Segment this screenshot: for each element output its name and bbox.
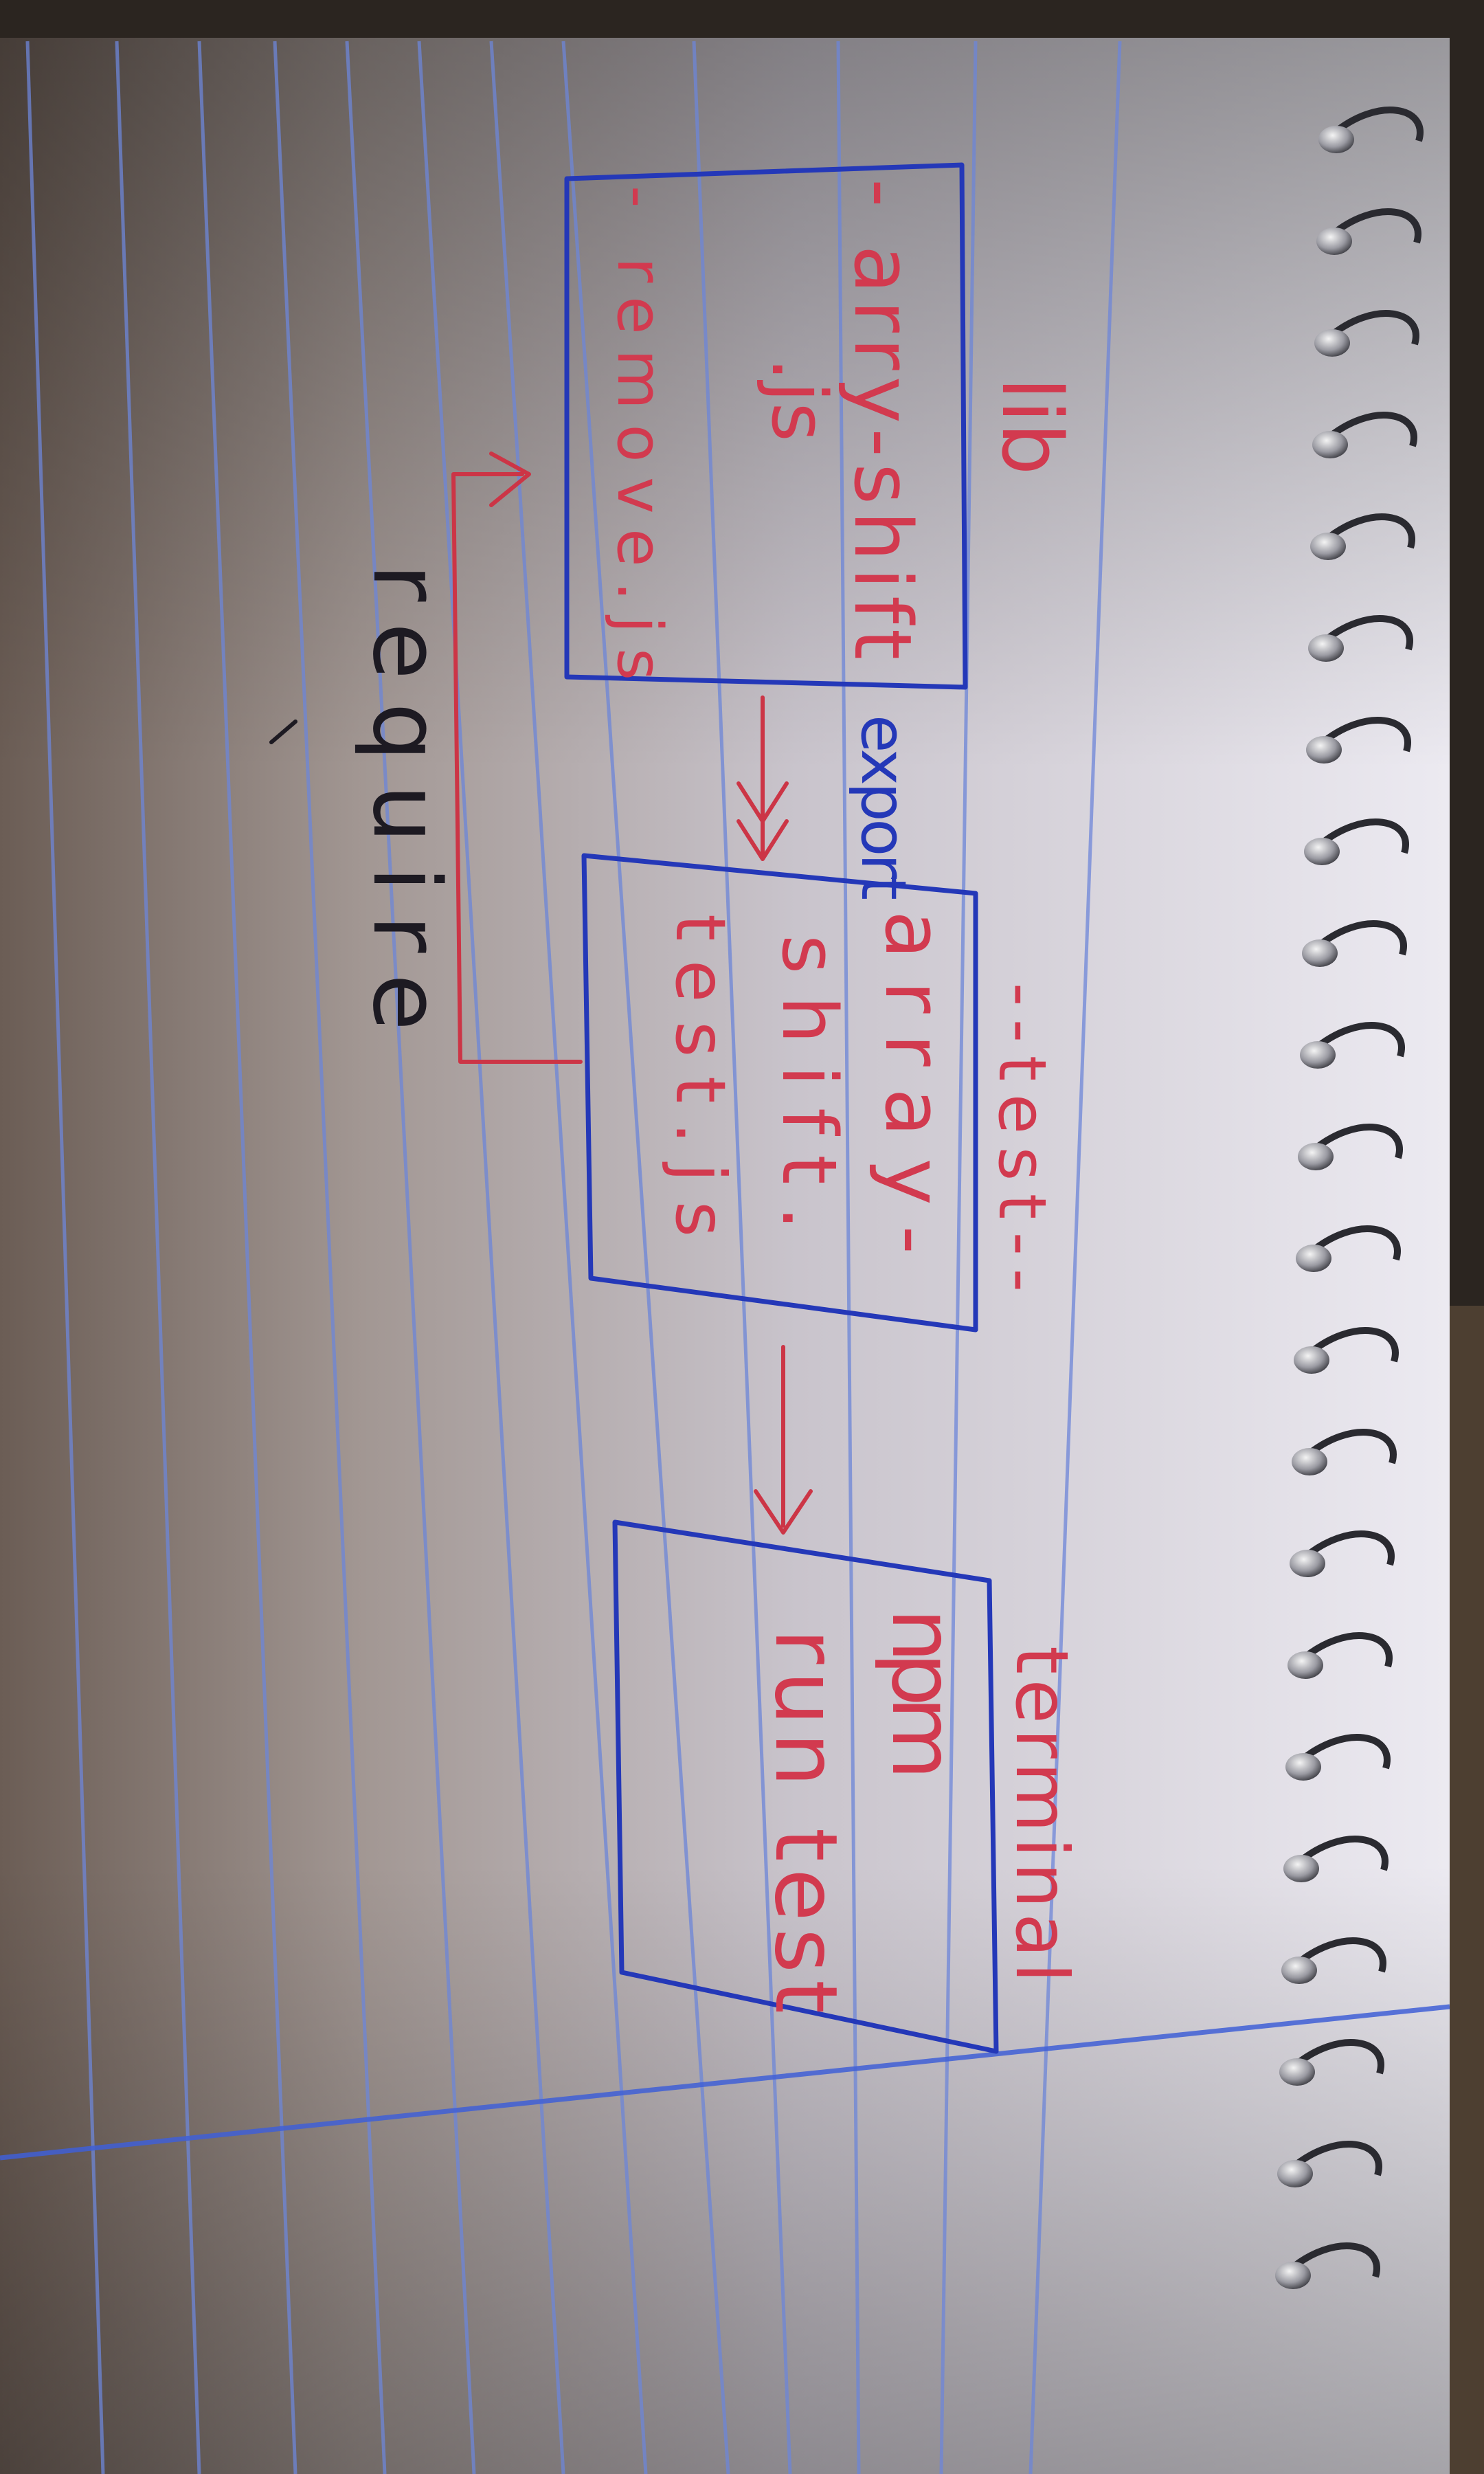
spiral-coil xyxy=(1316,818,1409,854)
spiral-coil xyxy=(1330,107,1424,142)
spiral-hole xyxy=(1296,1245,1331,1272)
spiral-hole xyxy=(1294,1346,1329,1374)
spiral-binding xyxy=(1275,107,1424,2289)
spiral-hole xyxy=(1283,1855,1319,1882)
lib-to-test-arrow xyxy=(737,695,789,861)
terminal-heading: terminal xyxy=(1000,1646,1083,1983)
spiral-hole xyxy=(1298,1143,1334,1170)
test-to-terminal-arrow xyxy=(754,1345,813,1535)
spiral-coil xyxy=(1309,1124,1403,1159)
spiral-coil xyxy=(1289,2141,1382,2176)
spiral-hole xyxy=(1318,126,1354,153)
spiral-coil xyxy=(1314,920,1407,956)
spiral-hole xyxy=(1285,1753,1321,1781)
spiral-coil xyxy=(1324,412,1417,447)
spiral-hole xyxy=(1275,2262,1311,2289)
spiral-coil xyxy=(1305,1327,1399,1363)
spiral-coil xyxy=(1328,208,1421,244)
spiral-coil xyxy=(1303,1429,1397,1464)
require-bracket xyxy=(451,452,583,1064)
export-label: export xyxy=(847,715,919,900)
spiral-coil xyxy=(1301,1530,1395,1566)
lib-box xyxy=(564,162,968,690)
diagram: lib - arry-shift .js - remove.js export … xyxy=(269,162,1083,2054)
spiral-coil xyxy=(1312,1022,1405,1058)
spiral-coil xyxy=(1287,2242,1380,2278)
spiral-hole xyxy=(1290,1550,1325,1577)
margin-rule xyxy=(0,2004,1450,2161)
spiral-hole xyxy=(1314,329,1350,357)
spiral-coil xyxy=(1320,615,1413,651)
test-box xyxy=(581,853,978,1333)
spiral-hole xyxy=(1310,533,1346,560)
spiral-coil xyxy=(1307,1225,1401,1261)
spiral-hole xyxy=(1306,736,1342,764)
spiral-hole xyxy=(1308,634,1344,662)
spiral-hole xyxy=(1304,838,1340,865)
spiral-hole xyxy=(1292,1448,1327,1475)
lib-item-remove: - remove.js xyxy=(603,186,675,680)
lib-item-array-shift: - arry-shift xyxy=(836,179,928,660)
spiral-coil xyxy=(1297,1734,1391,1770)
spiral-coil xyxy=(1299,1632,1393,1668)
spiral-coil xyxy=(1322,513,1415,549)
spiral-hole xyxy=(1312,431,1348,458)
ruled-lines xyxy=(25,41,1122,2474)
spiral-coil xyxy=(1318,717,1411,753)
lib-heading: lib xyxy=(983,377,1079,476)
spiral-coil xyxy=(1291,2039,1384,2075)
terminal-line-npm: npm xyxy=(873,1608,972,1780)
spiral-hole xyxy=(1288,1651,1323,1679)
spiral-coil xyxy=(1295,1836,1389,1871)
spiral-hole xyxy=(1300,1041,1336,1069)
spiral-hole xyxy=(1302,939,1338,967)
spiral-hole xyxy=(1277,2160,1313,2187)
lib-item-js-ext: .js xyxy=(755,357,843,442)
spiral-hole xyxy=(1279,2058,1315,2086)
spiral-hole xyxy=(1316,227,1352,255)
require-tick xyxy=(269,720,297,744)
terminal-box xyxy=(612,1519,999,2054)
spiral-coil xyxy=(1293,1937,1386,1973)
spiral-coil xyxy=(1326,310,1419,346)
notebook-page xyxy=(0,38,1450,2474)
spiral-hole xyxy=(1281,1957,1317,1984)
